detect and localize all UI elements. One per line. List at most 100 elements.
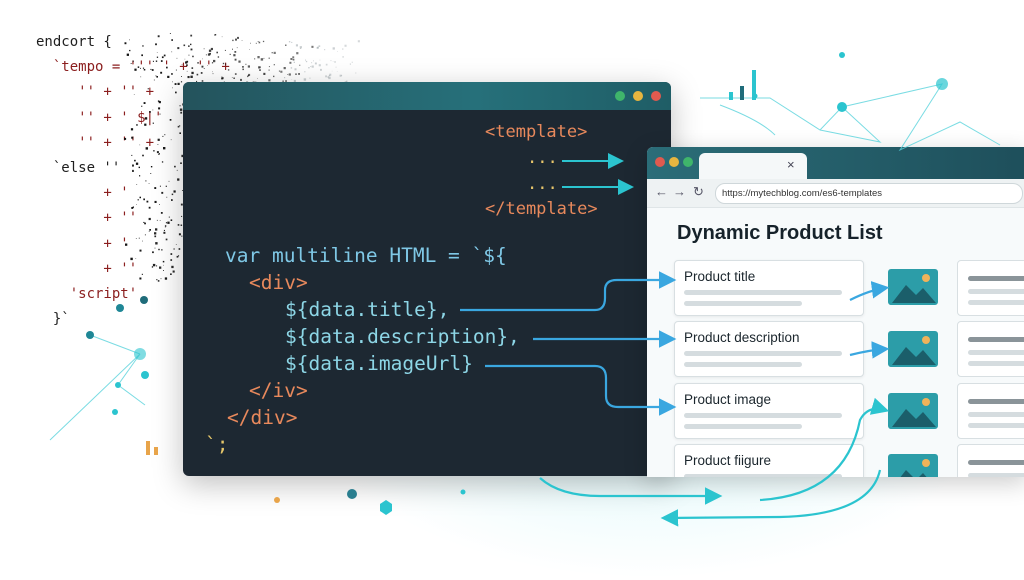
browser-red-dot[interactable] <box>655 157 665 167</box>
browser-nav-bar: ← → ↻ https://mytechblog.com/es6-templat… <box>647 179 1024 208</box>
secondary-card[interactable] <box>957 260 1024 316</box>
particle <box>151 266 154 268</box>
particle <box>337 51 338 52</box>
particle <box>181 235 183 237</box>
secondary-card[interactable] <box>957 321 1024 377</box>
particle <box>234 58 237 61</box>
particle <box>162 135 164 137</box>
red-window-dot[interactable] <box>651 91 661 101</box>
particle <box>170 273 172 275</box>
particle <box>329 73 332 76</box>
browser-yellow-dot[interactable] <box>669 157 679 167</box>
reload-icon[interactable]: ↻ <box>693 184 704 199</box>
particle <box>159 113 161 115</box>
particle <box>126 53 129 56</box>
forward-arrow-icon[interactable]: → <box>673 184 686 199</box>
particle <box>152 60 154 62</box>
particle <box>290 67 293 69</box>
template-ellipsis-2: ... <box>527 174 558 194</box>
browser-green-dot[interactable] <box>683 157 693 167</box>
product-card-image[interactable]: Product image <box>674 383 864 439</box>
yellow-window-dot[interactable] <box>633 91 643 101</box>
particle <box>163 229 165 231</box>
particle <box>170 139 172 141</box>
particle <box>144 123 147 126</box>
particle <box>357 40 360 43</box>
particle <box>236 47 238 49</box>
particle <box>234 73 237 75</box>
secondary-card[interactable] <box>957 383 1024 439</box>
particle <box>311 45 314 48</box>
product-card-description[interactable]: Product description <box>674 321 864 377</box>
particle <box>190 75 193 78</box>
code-line-title: ${data.title}, <box>285 298 450 321</box>
particle <box>174 83 177 85</box>
particle <box>336 71 338 72</box>
particle <box>192 55 194 58</box>
particle <box>156 76 158 78</box>
particle <box>164 225 167 227</box>
particle <box>144 234 146 236</box>
particle <box>212 71 213 73</box>
particle <box>143 221 145 223</box>
placeholder-line <box>968 276 1024 281</box>
particle <box>305 59 306 61</box>
tab-close-icon[interactable]: × <box>787 157 795 172</box>
particle <box>177 125 180 128</box>
back-arrow-icon[interactable]: ← <box>655 184 668 199</box>
particle <box>164 134 166 136</box>
particle <box>295 44 298 47</box>
particle <box>180 81 183 83</box>
particle <box>324 49 326 51</box>
particle <box>129 39 130 41</box>
particle <box>227 69 230 71</box>
secondary-card[interactable] <box>957 444 1024 477</box>
particle <box>311 65 314 68</box>
address-bar[interactable]: https://mytechblog.com/es6-templates <box>715 183 1023 204</box>
particle <box>144 117 148 120</box>
particle <box>169 33 171 34</box>
particle <box>211 62 214 64</box>
particle <box>293 79 296 82</box>
particle <box>174 165 176 168</box>
particle <box>291 41 293 43</box>
particle <box>213 59 216 63</box>
browser-tab[interactable]: × <box>699 153 807 179</box>
particle <box>149 111 151 113</box>
particle <box>136 124 138 126</box>
green-window-dot[interactable] <box>615 91 625 101</box>
placeholder-line <box>684 362 802 367</box>
particle <box>178 84 180 85</box>
legacy-code-line: + '' <box>36 210 138 227</box>
particle <box>210 47 213 51</box>
card-label: Product fiigure <box>684 453 772 468</box>
particle <box>278 70 281 72</box>
particle <box>152 109 154 111</box>
particle <box>150 166 153 168</box>
particle <box>179 105 181 107</box>
particle <box>175 244 177 245</box>
particle <box>156 219 158 221</box>
particle <box>314 62 317 65</box>
placeholder-line <box>684 424 802 429</box>
product-card-figure[interactable]: Product fiigure <box>674 444 864 477</box>
particle <box>131 136 134 139</box>
particle <box>257 78 258 79</box>
particle <box>273 75 275 78</box>
particle <box>181 154 184 158</box>
particle <box>129 49 131 52</box>
particle <box>139 196 141 199</box>
product-card-title[interactable]: Product title <box>674 260 864 316</box>
particle <box>309 77 311 79</box>
particle <box>171 39 173 41</box>
legacy-code-line: '' + '' + <box>36 84 155 101</box>
particle <box>233 77 235 79</box>
particle <box>172 87 173 89</box>
particle <box>292 58 295 61</box>
placeholder-line <box>968 337 1024 342</box>
particle <box>154 200 157 203</box>
placeholder-line <box>968 473 1024 477</box>
particle <box>133 94 135 95</box>
placeholder-line <box>968 361 1024 366</box>
particle <box>180 162 182 164</box>
